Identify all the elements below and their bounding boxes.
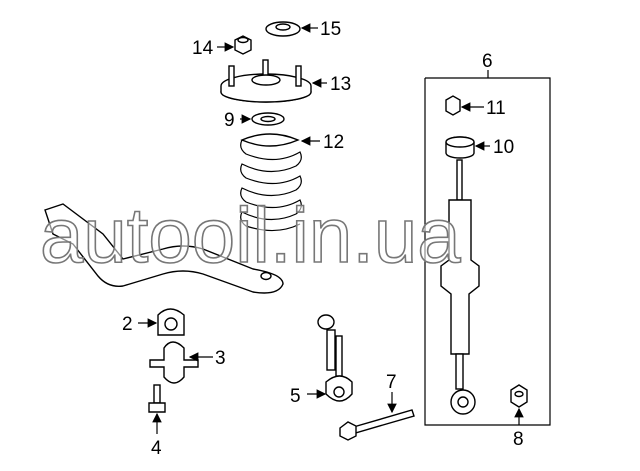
bolt-part-4	[148, 384, 166, 413]
leader-arrows	[138, 23, 524, 434]
stabilizer-bracket-part	[149, 341, 199, 384]
stabilizer-bar-part	[44, 203, 284, 294]
spring-insulator-part	[251, 112, 285, 126]
bushing-part-10	[445, 136, 475, 159]
shock-assembly-bracket-line	[424, 77, 551, 426]
stabilizer-bushing-part	[157, 308, 185, 336]
callout-11: 11	[486, 98, 506, 119]
nut-part-11	[445, 95, 461, 116]
watermark: autooil.in.ua	[40, 191, 461, 279]
nut-part-8	[510, 384, 528, 408]
callout-6: 6	[482, 51, 493, 72]
coil-spring-part	[240, 133, 302, 232]
callout-5: 5	[290, 386, 301, 407]
callout-10: 10	[493, 137, 514, 158]
callout-7: 7	[386, 372, 397, 393]
callout-9: 9	[224, 110, 235, 131]
callout-3: 3	[215, 348, 226, 369]
callout-15: 15	[320, 19, 341, 40]
upper-mount-part	[220, 59, 312, 103]
callout-2: 2	[122, 314, 133, 335]
upper-washer-part	[265, 21, 301, 37]
nut-part-14	[234, 35, 252, 55]
callout-13: 13	[330, 74, 351, 95]
callout-4: 4	[151, 438, 162, 459]
stabilizer-link-part	[317, 314, 353, 402]
shock-absorber-part	[440, 159, 480, 415]
callout-12: 12	[323, 132, 344, 153]
callout-14: 14	[192, 38, 214, 59]
long-bolt-part	[339, 409, 415, 441]
callout-8: 8	[513, 429, 524, 450]
